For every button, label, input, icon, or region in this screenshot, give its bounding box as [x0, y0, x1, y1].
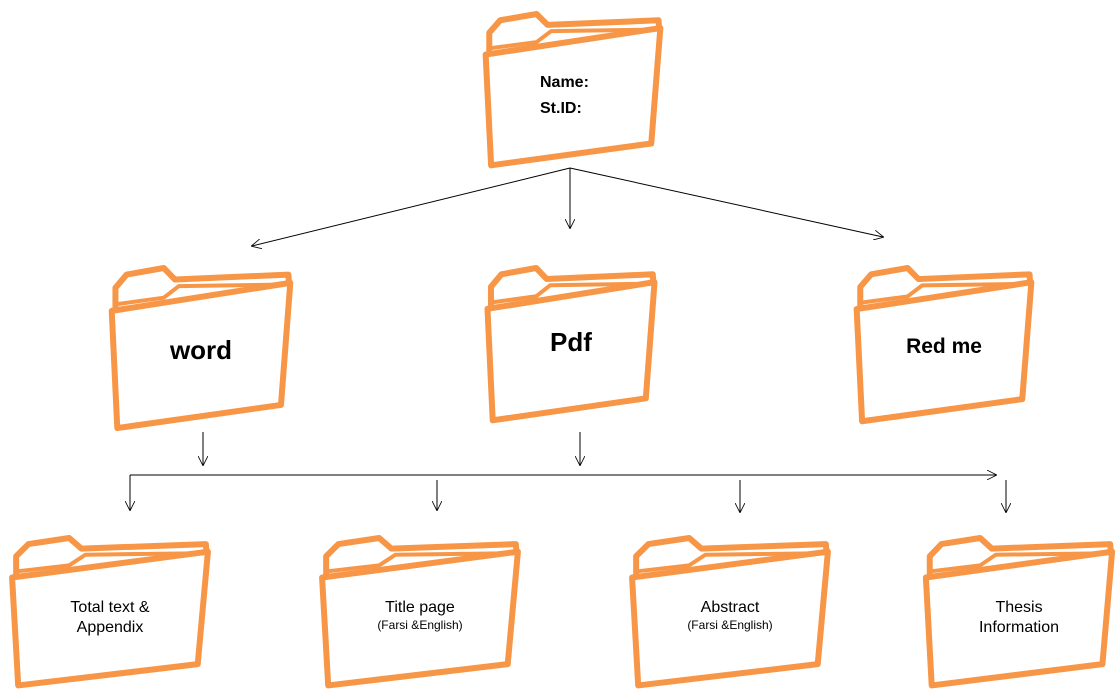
title-page-folder[interactable]: Title page (Farsi &English) — [318, 535, 522, 690]
total-text-folder[interactable]: Total text & Appendix — [8, 535, 212, 690]
abstract-sub: (Farsi &English) — [687, 618, 773, 632]
abstract-line1: Abstract — [700, 599, 760, 616]
thesis-info-folder[interactable]: Thesis Information — [922, 535, 1116, 690]
thesis-info-line1: Thesis — [995, 599, 1043, 616]
student-id-label: St.ID: — [540, 99, 582, 117]
folder-icon — [629, 535, 831, 689]
thesis-info-line2: Information — [978, 619, 1060, 636]
total-text-line2: Appendix — [76, 619, 144, 636]
word-folder[interactable]: word — [108, 265, 294, 433]
abstract-label: Abstract (Farsi &English) — [628, 598, 832, 634]
arrow-root-to-word — [252, 167, 571, 246]
folder-icon — [319, 535, 521, 689]
folder-icon — [484, 265, 658, 424]
folder-icon — [922, 535, 1116, 689]
redme-folder-label: Red me — [906, 335, 982, 358]
folder-icon — [108, 265, 294, 432]
thesis-info-label: Thesis Information — [922, 598, 1116, 638]
root-folder[interactable]: Name: St.ID: — [482, 11, 664, 170]
title-page-label: Title page (Farsi &English) — [318, 598, 522, 634]
folder-icon — [9, 535, 211, 689]
folder-icon — [482, 11, 664, 169]
total-text-label: Total text & Appendix — [8, 598, 212, 638]
title-page-line1: Title page — [385, 599, 455, 616]
folder-icon — [853, 265, 1035, 425]
pdf-folder-label: Pdf — [550, 327, 592, 357]
pdf-folder[interactable]: Pdf — [484, 265, 658, 425]
arrow-root-to-redme — [569, 167, 883, 237]
title-page-sub: (Farsi &English) — [377, 618, 463, 632]
redme-folder[interactable]: Red me — [853, 265, 1035, 426]
total-text-line1: Total text & — [70, 599, 150, 616]
abstract-folder[interactable]: Abstract (Farsi &English) — [628, 535, 832, 690]
name-label: Name: — [540, 74, 589, 91]
word-folder-label: word — [169, 335, 233, 365]
